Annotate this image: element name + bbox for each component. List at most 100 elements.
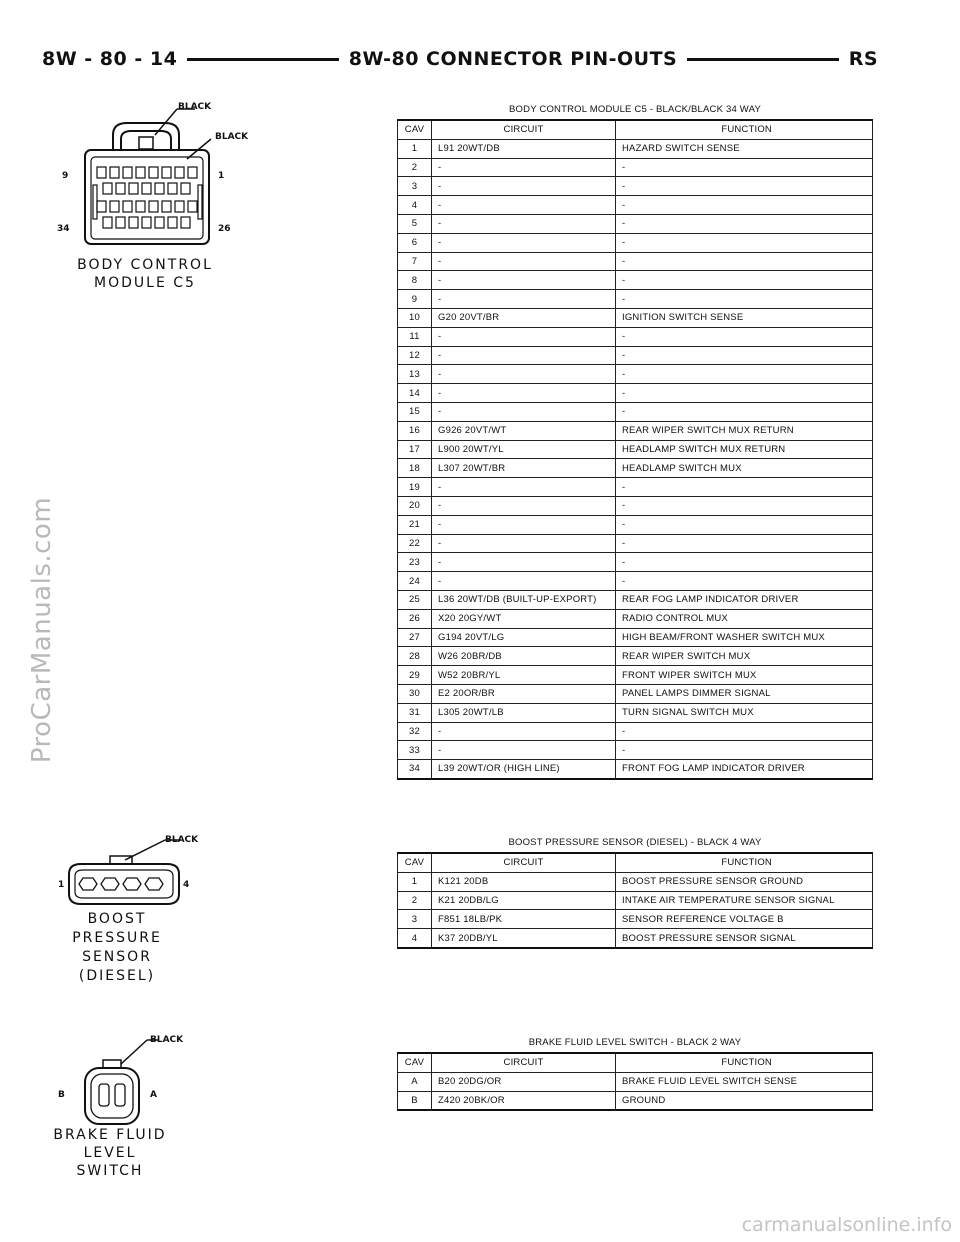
function-cell: - [615,251,873,272]
bcm-c5-connector-drawing [84,108,212,245]
bcm-c5-callout-black-1: BLACK [178,102,212,112]
table-header-row: CAV CIRCUIT FUNCTION [397,1052,873,1073]
cav-cell: 3 [397,909,432,930]
circuit-cell: L39 20WT/OR (HIGH LINE) [431,759,616,780]
brake-switch-callout-black: BLACK [150,1035,184,1045]
circuit-cell: K37 20DB/YL [431,928,616,949]
brake-switch-diagram-label-line-1: BRAKE FLUID [53,1127,167,1143]
circuit-cell: - [431,195,616,215]
circuit-cell: L307 20WT/BR [431,458,616,479]
bcm-c5-pin-label-26: 26 [218,224,231,234]
cav-cell: 27 [397,627,432,648]
cav-cell: 15 [397,401,432,422]
function-cell: - [615,721,873,742]
table-row: 22-- [397,533,873,554]
cav-cell: 28 [397,646,432,667]
bcm-c5-pin-label-1: 1 [218,171,225,181]
function-cell: - [615,383,873,403]
circuit-cell: - [431,477,616,497]
circuit-cell: - [431,289,616,309]
function-cell: RADIO CONTROL MUX [615,608,873,629]
function-cell: REAR WIPER SWITCH MUX [615,646,873,667]
cav-cell: 26 [397,608,432,629]
table-row: 12-- [397,345,873,366]
bcm-c5-pin-label-9: 9 [62,171,69,181]
function-cell: - [615,364,873,385]
cav-cell: 20 [397,495,432,516]
table-row: 6-- [397,232,873,253]
circuit-cell: - [431,571,616,591]
function-cell: HEADLAMP SWITCH MUX RETURN [615,439,873,460]
circuit-cell: - [431,157,616,178]
table-row: 2-- [397,157,873,178]
cav-cell: 2 [397,890,432,911]
table-row: 7-- [397,251,873,272]
boost-sensor-table-title: BOOST PRESSURE SENSOR (DIESEL) - BLACK 4… [508,837,762,848]
bcm-c5-table-title: BODY CONTROL MODULE C5 - BLACK/BLACK 34 … [509,104,761,115]
cav-cell: 22 [397,533,432,554]
boost-sensor-diagram-label-line-1: BOOST [87,911,147,927]
circuit-cell: - [431,176,616,197]
table-row: 15-- [397,401,873,422]
function-column-header: FUNCTION [615,1052,873,1073]
bcm-c5-pin-label-34: 34 [57,224,70,234]
boost-sensor-diagram-label-line-4: (DIESEL) [78,968,156,984]
cav-cell: 21 [397,514,432,535]
cav-cell: 7 [397,251,432,272]
table-row: 23-- [397,552,873,573]
function-cell: REAR FOG LAMP INDICATOR DRIVER [615,589,873,610]
function-cell: - [615,552,873,573]
circuit-column-header: CIRCUIT [431,119,616,140]
page-header: 8W - 80 - 14 8W-80 CONNECTOR PIN-OUTS RS [42,46,878,72]
cav-cell: 32 [397,721,432,742]
circuit-cell: - [431,740,616,761]
function-cell: - [615,289,873,309]
function-cell: BOOST PRESSURE SENSOR GROUND [615,871,873,892]
circuit-cell: - [431,552,616,573]
circuit-cell: X20 20GY/WT [431,608,616,629]
function-cell: - [615,740,873,761]
circuit-cell: L305 20WT/LB [431,702,616,723]
function-cell: - [615,195,873,215]
cav-cell: 24 [397,571,432,591]
circuit-cell: F851 18LB/PK [431,909,616,930]
function-cell: - [615,213,873,234]
circuit-cell: - [431,721,616,742]
circuit-cell: - [431,345,616,366]
cav-cell: 18 [397,458,432,479]
cav-cell: B [397,1090,432,1112]
cav-cell: A [397,1071,432,1092]
cav-cell: 16 [397,420,432,441]
bcm-c5-connector-diagram [55,95,235,255]
brake-switch-diagram-label-line-2: LEVEL SWITCH [76,1145,144,1179]
cav-cell: 1 [397,138,432,159]
cav-cell: 34 [397,759,432,780]
function-cell: HIGH BEAM/FRONT WASHER SWITCH MUX [615,627,873,648]
table-row: 5-- [397,213,873,234]
cav-column-header: CAV [397,119,432,140]
cav-cell: 3 [397,176,432,197]
circuit-cell: - [431,514,616,535]
function-cell: HAZARD SWITCH SENSE [615,138,873,159]
table-row: 3-- [397,176,873,197]
brake-switch-diagram-label: BRAKE FLUID LEVEL SWITCH [50,1126,170,1180]
bcm-c5-callout-black-2: BLACK [215,132,249,142]
function-column-header: FUNCTION [615,119,873,140]
function-cell: - [615,514,873,535]
function-cell: - [615,157,873,178]
function-cell: - [615,176,873,197]
